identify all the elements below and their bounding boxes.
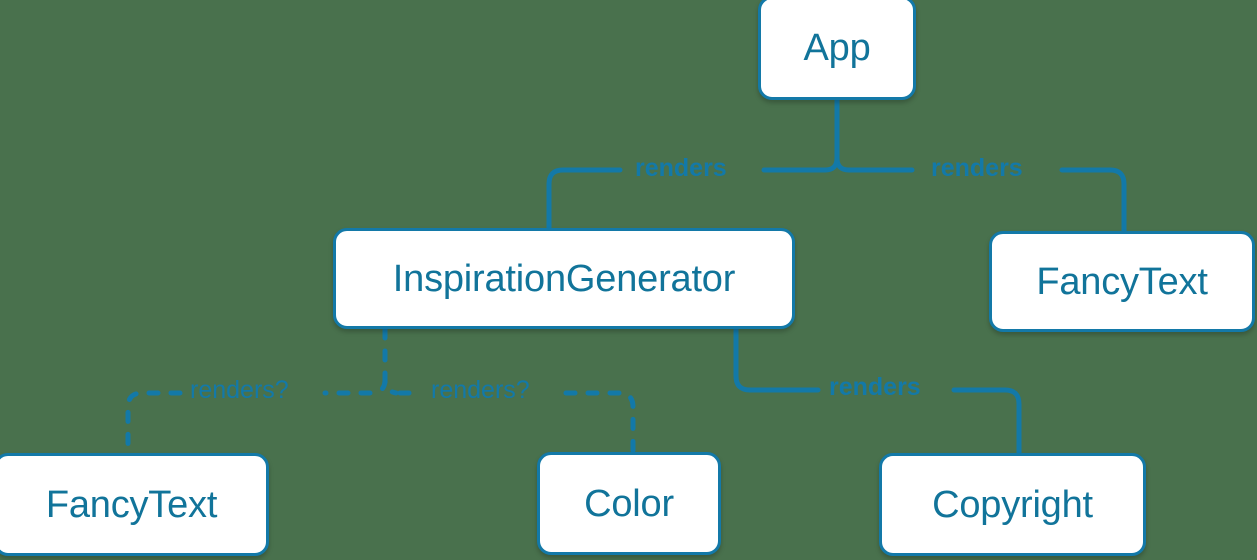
edge-inspiration-dashed-stem [382,326,399,396]
node-copyright[interactable]: Copyright [879,453,1146,556]
node-copyright-label: Copyright [932,483,1093,526]
edge-label-app-to-inspiration: renders [635,154,727,182]
edge-inspiration-to-color-2 [563,390,636,455]
node-inspiration-generator[interactable]: InspirationGenerator [333,228,795,329]
edge-inspiration-to-copyright [733,326,821,393]
node-fancytext-top[interactable]: FancyText [989,231,1255,332]
node-fancytext-bottom[interactable]: FancyText [0,453,269,556]
node-app-label: App [803,27,871,69]
node-app[interactable]: App [758,0,916,100]
edge-app-stem-left [822,155,840,173]
edge-app-to-fancytext-2 [1059,167,1127,234]
node-fancytext-bottom-label: FancyText [45,483,218,526]
node-fancytext-top-label: FancyText [1036,260,1208,303]
node-inspiration-generator-label: InspirationGenerator [392,257,736,300]
edge-label-inspiration-to-color: renders? [431,376,530,404]
edge-label-app-to-fancytext: renders [931,154,1023,182]
edge-inspiration-to-copyright-2 [951,387,1022,456]
edge-inspiration-to-fancytext-2 [125,390,183,456]
edge-app-stem [834,97,852,173]
node-color[interactable]: Color [537,452,721,555]
edge-label-inspiration-to-fancytext: renders? [190,376,289,404]
node-color-label: Color [584,482,674,525]
edge-app-to-inspiration-2 [546,167,623,231]
edge-inspiration-dashed-stem-left [371,377,388,396]
edge-label-inspiration-to-copyright: renders [829,373,921,401]
